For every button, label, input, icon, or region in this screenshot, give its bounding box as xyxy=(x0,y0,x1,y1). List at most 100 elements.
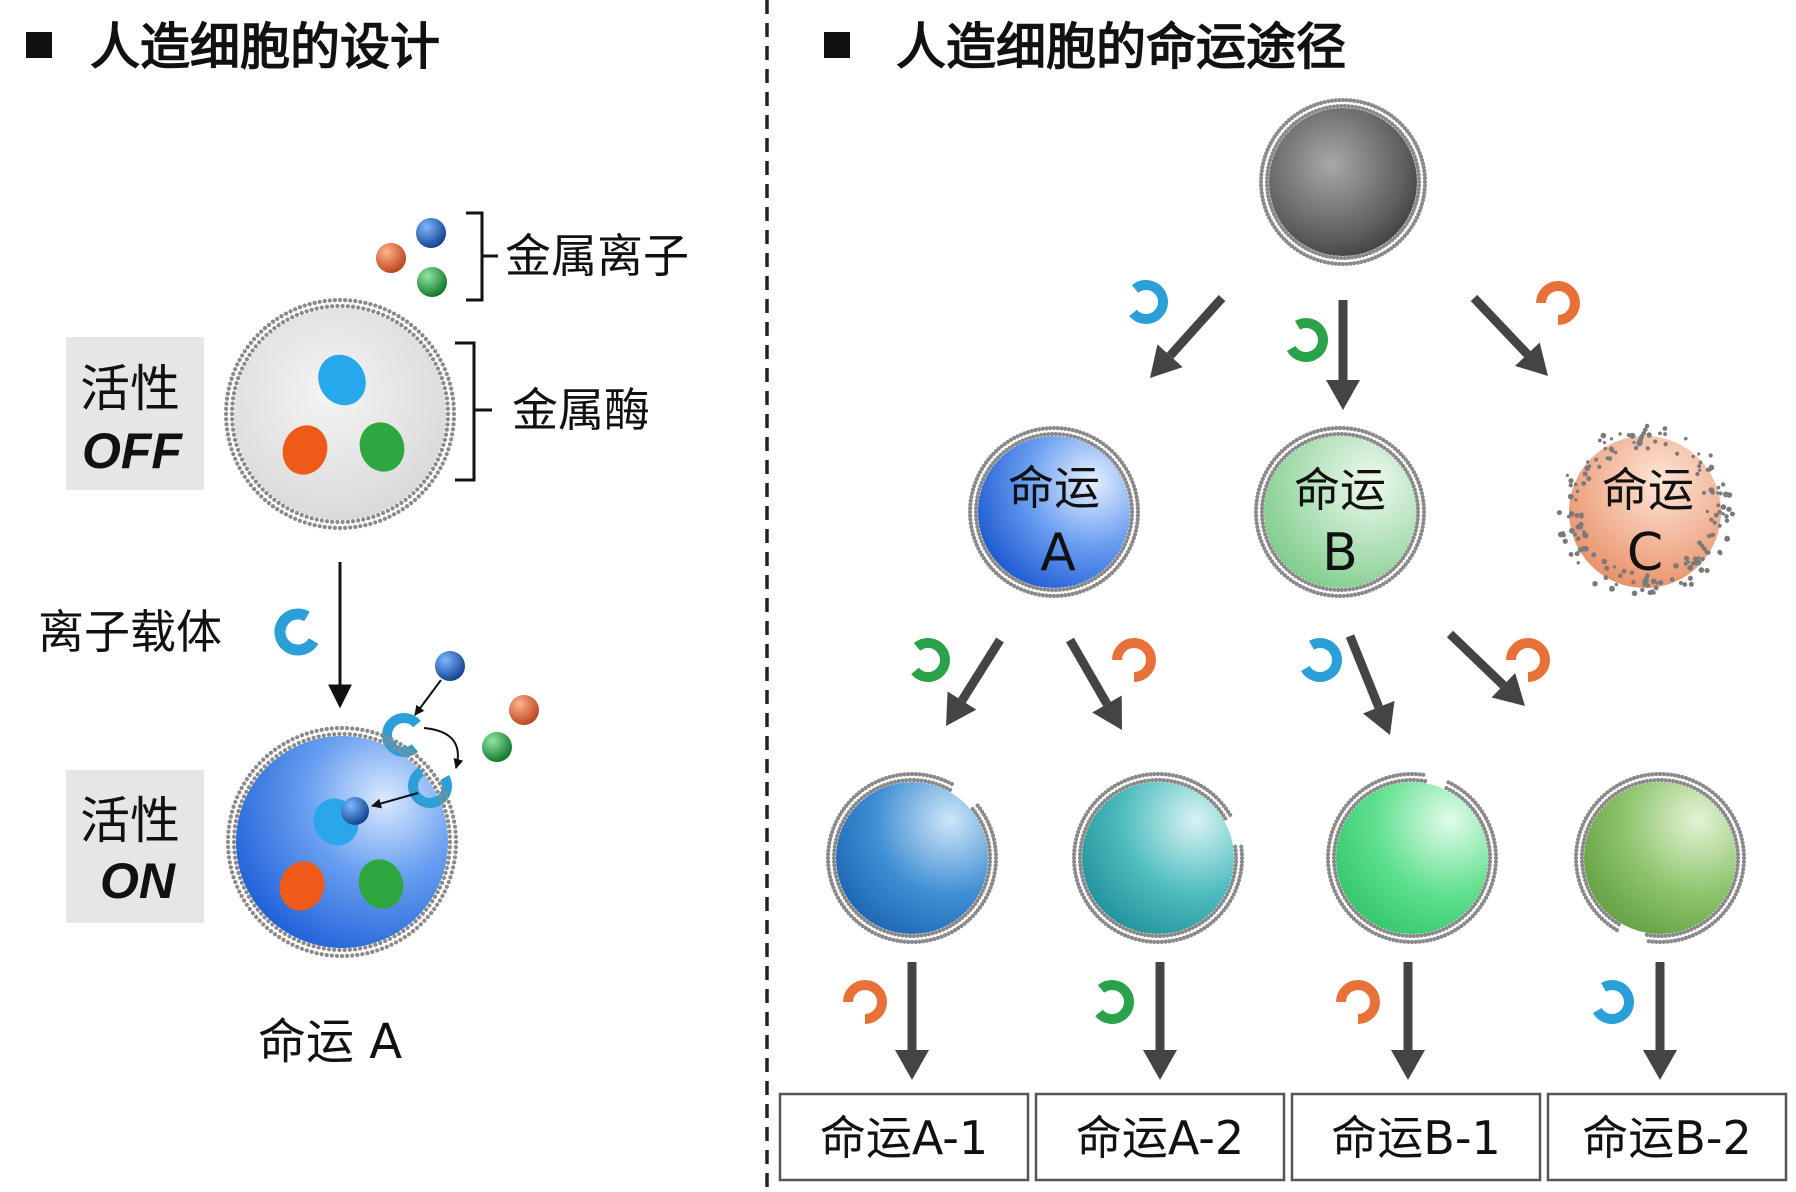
lipid-dot xyxy=(335,303,340,309)
lipid-dot xyxy=(1077,885,1082,890)
lipid-dot xyxy=(1326,863,1331,868)
lipid-dot xyxy=(1370,587,1376,592)
lipid-dot xyxy=(1583,878,1588,883)
lipid-dot xyxy=(1135,498,1140,503)
lipid-dot xyxy=(255,333,260,338)
lipid-dot xyxy=(387,743,392,748)
lipid-dot xyxy=(1303,579,1308,585)
lipid-dot xyxy=(237,790,242,795)
lipid-dot xyxy=(1109,926,1114,931)
lipid-dot xyxy=(451,411,457,417)
lipid-dot xyxy=(332,298,337,303)
lipid-dot xyxy=(860,787,865,793)
lipid-dot xyxy=(236,809,241,814)
lipid-dot xyxy=(1259,187,1264,192)
lipid-dot xyxy=(1042,587,1047,592)
lipid-dot xyxy=(1267,542,1272,547)
lipid-dot xyxy=(1122,542,1127,547)
lipid-dot xyxy=(1100,910,1105,915)
lipid-dot xyxy=(1667,778,1672,783)
ionophore-orange-l2b xyxy=(1506,638,1550,682)
lipid-dot xyxy=(423,336,428,342)
lipid-dot xyxy=(1736,885,1741,890)
lipid-dot xyxy=(1376,778,1382,783)
lipid-dot xyxy=(247,906,252,912)
lipid-dot xyxy=(1074,833,1080,838)
lipid-dot xyxy=(1066,592,1072,597)
lipid-dot xyxy=(428,471,433,476)
lipid-dot xyxy=(1239,852,1245,857)
lipid-dot xyxy=(1735,888,1740,894)
lipid-dot xyxy=(978,535,983,540)
lipid-dot xyxy=(415,336,420,341)
lipid-dot xyxy=(1654,939,1659,945)
lipid-dot xyxy=(960,915,965,920)
lipid-dot xyxy=(451,865,456,870)
lipid-dot xyxy=(993,867,998,872)
lipid-dot xyxy=(1270,221,1275,227)
lipid-dot xyxy=(383,740,388,746)
lipid-dot xyxy=(244,902,249,907)
lipid-dot xyxy=(1379,443,1384,448)
lipid-dot xyxy=(370,730,375,735)
lipid-dot xyxy=(283,512,289,517)
lipid-dot xyxy=(1015,434,1020,439)
lipid-dot xyxy=(385,315,390,320)
lipid-dot xyxy=(1372,439,1377,445)
lipid-dot xyxy=(1687,777,1692,782)
lipid-dot xyxy=(396,509,401,514)
lipid-dot xyxy=(1672,773,1678,778)
lipid-dot xyxy=(996,455,1001,460)
lipid-dot xyxy=(1176,931,1181,936)
lipid-dot xyxy=(1115,464,1120,469)
lipid-dot xyxy=(442,456,447,461)
lipid-dot xyxy=(1343,587,1348,592)
lipid-dot xyxy=(231,804,236,809)
lipid-dot xyxy=(1362,584,1367,589)
lipid-dot xyxy=(1279,570,1285,575)
lipid-dot xyxy=(347,732,352,737)
lipid-dot xyxy=(1112,567,1117,573)
lipid-dot xyxy=(230,422,235,427)
lipid-dot xyxy=(1203,793,1208,799)
debris-dot xyxy=(1640,587,1645,593)
lipid-dot xyxy=(835,895,841,900)
lipid-dot xyxy=(424,907,429,912)
lipid-dot xyxy=(391,311,397,316)
lipid-dot xyxy=(1344,803,1349,808)
lipid-dot xyxy=(255,772,260,777)
lipid-dot xyxy=(1310,436,1315,442)
lipid-dot xyxy=(1489,829,1494,835)
lipid-dot xyxy=(1086,819,1092,824)
lipid-dot xyxy=(1261,158,1267,163)
lipid-dot xyxy=(993,449,999,454)
lipid-dot xyxy=(398,937,403,942)
lipid-dot xyxy=(1355,260,1360,265)
lipid-dot xyxy=(387,514,392,519)
lipid-dot xyxy=(1437,928,1442,934)
lipid-dot xyxy=(1602,801,1607,806)
lipid-dot xyxy=(1127,546,1132,551)
lipid-dot xyxy=(442,367,447,372)
lipid-dot xyxy=(1284,230,1289,235)
lipid-dot xyxy=(1327,840,1332,846)
lipid-dot xyxy=(264,925,270,930)
lipid-dot xyxy=(1405,549,1410,554)
lipid-dot xyxy=(1730,885,1735,890)
lipid-dot xyxy=(432,772,437,778)
lipid-dot xyxy=(1097,907,1102,912)
lipid-dot xyxy=(1665,939,1670,944)
lipid-dot xyxy=(1457,793,1462,799)
lipid-dot xyxy=(350,953,355,958)
lipid-dot xyxy=(1108,793,1113,799)
lipid-dot xyxy=(1135,509,1141,515)
debris-dot xyxy=(1707,533,1712,539)
lipid-dot xyxy=(1616,789,1621,794)
lipid-dot xyxy=(851,795,857,800)
lipid-dot xyxy=(262,497,268,502)
lipid-dot xyxy=(921,939,926,944)
lipid-dot xyxy=(988,885,993,890)
fate-box-a2: 命运A-2 xyxy=(1034,1092,1286,1182)
lipid-dot xyxy=(444,884,449,889)
lipid-dot xyxy=(1683,935,1689,940)
